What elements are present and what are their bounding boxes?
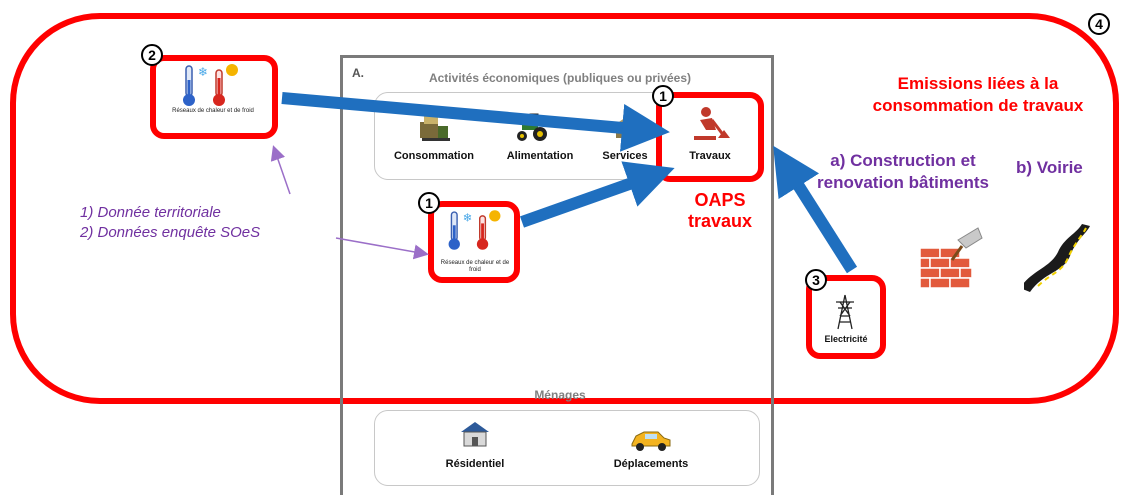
- data-source-2: 2) Données enquête SOeS: [80, 224, 261, 241]
- voirie-label: b) Voirie: [1016, 158, 1083, 177]
- panel-title: Activités économiques (publiques ou priv…: [428, 71, 692, 85]
- house-icon: [458, 420, 492, 453]
- thermometer-icon-center: ❄: [442, 206, 508, 259]
- badge-travaux: 1: [652, 85, 674, 107]
- scope-frame: [10, 13, 1119, 404]
- svg-text:❄: ❄: [463, 212, 472, 225]
- data-source-1: 1) Donnée territoriale: [80, 204, 221, 221]
- electricite-label: Electricité: [824, 334, 868, 344]
- travaux-label: Travaux: [689, 150, 731, 162]
- badge-corner: 4: [1088, 13, 1110, 35]
- construction-label: a) Construction et renovation bâtiments: [817, 151, 989, 192]
- activity-services: Services: [602, 150, 648, 162]
- reseau-label-top: Réseaux de chaleur et de froid: [172, 108, 254, 114]
- road-icon: [1020, 222, 1094, 299]
- activity-alimentation: Alimentation: [506, 150, 574, 162]
- badge-elec: 3: [805, 269, 827, 291]
- menages-deplacements: Déplacements: [613, 458, 689, 470]
- arrow-elec-to-travaux: [773, 145, 858, 274]
- consommation-icon: [418, 112, 452, 147]
- pylon-icon: [834, 294, 856, 335]
- svg-text:❄: ❄: [198, 65, 208, 79]
- oaps-label: OAPS travaux: [687, 190, 753, 231]
- section-letter: A.: [352, 66, 364, 80]
- arrow-reseau-to-travaux: [281, 92, 670, 152]
- thermometer-icon: ❄: [176, 60, 246, 115]
- badge-center: 1: [418, 192, 440, 214]
- pointer-to-center-box: [335, 237, 429, 260]
- activity-consommation: Consommation: [393, 150, 475, 162]
- arrow-center-to-travaux: [519, 161, 675, 228]
- construction-worker-icon: [692, 106, 732, 147]
- reseau-box-center: [428, 201, 520, 283]
- brick-wall-icon: [918, 226, 986, 295]
- badge-top-left: 2: [141, 44, 163, 66]
- emissions-title: Emissions liées à la consommation de tra…: [872, 74, 1084, 115]
- menages-box: [374, 410, 760, 486]
- data-sources: 1) Donnée territoriale 2) Données enquêt…: [80, 203, 260, 243]
- reseau-label-center: Réseaux de chaleur et de froid: [440, 260, 510, 273]
- menages-residentiel: Résidentiel: [445, 458, 505, 470]
- menages-title: Ménages: [534, 388, 586, 402]
- car-icon: [628, 428, 672, 457]
- pointer-to-top-box: [270, 145, 291, 195]
- activity-panel: [340, 55, 774, 495]
